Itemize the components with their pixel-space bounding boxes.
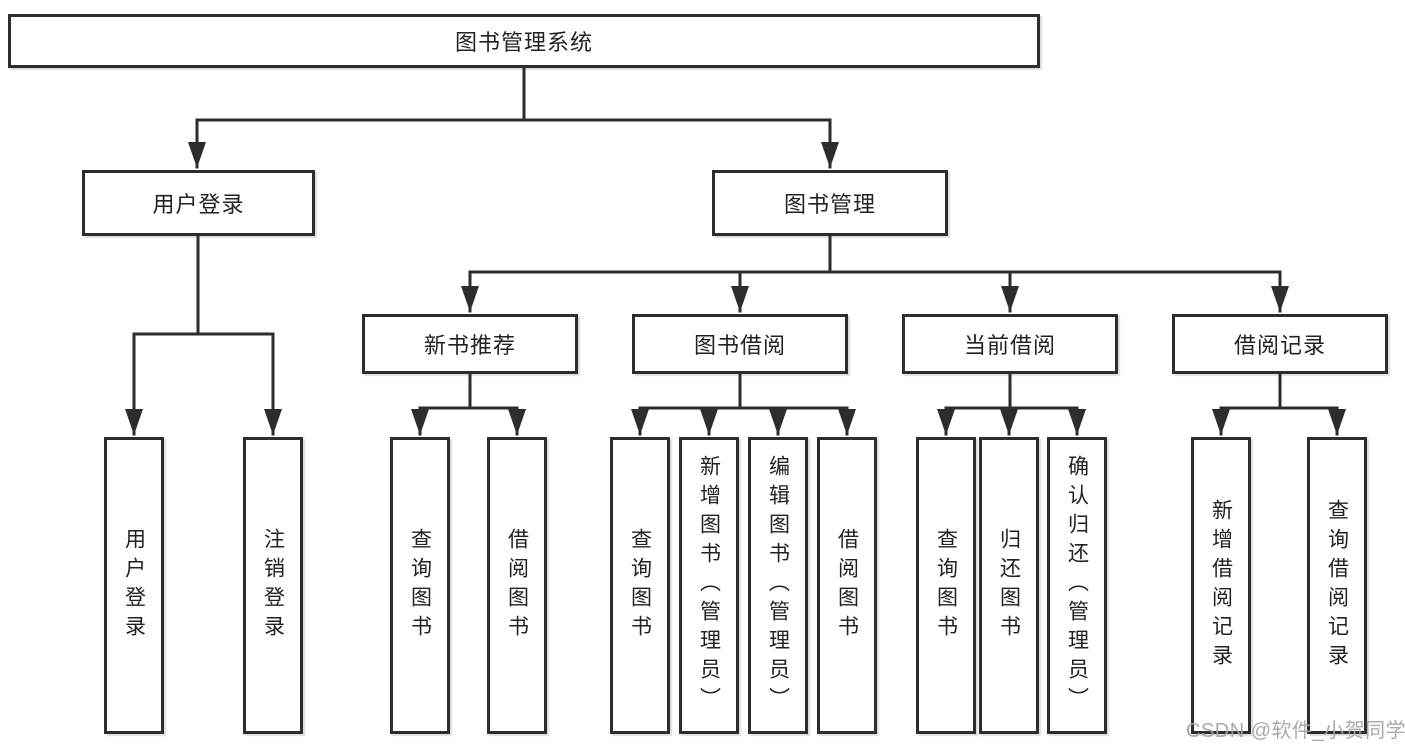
csdn-watermark: CSDN @软件_小贺同学 [1186, 720, 1405, 742]
leaf-label: 用户登录 [122, 527, 146, 644]
leaf-label: 查询图书 [628, 527, 652, 644]
connector-current-borrow-children [937, 372, 1086, 436]
connector-root-to-level1 [188, 66, 839, 169]
node-leaf-borrow-books: 借阅图书 [817, 437, 877, 734]
node-leaf-query-books-borrow: 查询图书 [610, 437, 670, 734]
leaf-label: 确认归还（管理员） [1065, 455, 1089, 716]
node-leaf-borrow-books-rec: 借阅图书 [487, 437, 547, 734]
leaf-label: 归还图书 [997, 527, 1021, 644]
leaf-label: 借阅图书 [505, 527, 529, 644]
node-leaf-add-borrow-record: 新增借阅记录 [1191, 437, 1251, 734]
connector-book-mgmt-children [461, 234, 1289, 313]
node-leaf-return-book: 归还图书 [979, 437, 1039, 734]
node-user-login: 用户登录 [82, 170, 315, 236]
node-leaf-logout: 注销登录 [243, 437, 303, 734]
node-leaf-confirm-return-admin: 确认归还（管理员） [1047, 437, 1107, 734]
leaf-label: 注销登录 [261, 527, 285, 644]
node-leaf-query-books-current: 查询图书 [916, 437, 976, 734]
connector-user-login-children [125, 234, 282, 436]
leaf-label: 新增图书（管理员） [697, 455, 721, 716]
node-leaf-edit-book-admin: 编辑图书（管理员） [748, 437, 808, 734]
node-current-borrowing: 当前借阅 [902, 314, 1118, 374]
connector-book-borrow-children [631, 372, 856, 436]
leaf-label: 借阅图书 [835, 527, 859, 644]
node-leaf-query-books-rec: 查询图书 [390, 437, 450, 734]
connector-new-book-rec-children [411, 372, 526, 436]
node-leaf-user-login: 用户登录 [104, 437, 164, 734]
leaf-label: 编辑图书（管理员） [766, 455, 790, 716]
node-borrowing-records: 借阅记录 [1172, 314, 1388, 374]
node-new-book-recommend: 新书推荐 [362, 314, 578, 374]
leaf-label: 查询借阅记录 [1325, 498, 1349, 673]
node-leaf-query-borrow-record: 查询借阅记录 [1307, 437, 1367, 734]
connector-borrow-record-children [1212, 372, 1346, 436]
node-leaf-add-book-admin: 新增图书（管理员） [679, 437, 739, 734]
leaf-label: 新增借阅记录 [1209, 498, 1233, 673]
leaf-label: 查询图书 [934, 527, 958, 644]
node-root-library-system: 图书管理系统 [8, 14, 1040, 68]
leaf-label: 查询图书 [408, 527, 432, 644]
node-book-management: 图书管理 [712, 170, 948, 236]
node-book-borrowing: 图书借阅 [632, 314, 848, 374]
